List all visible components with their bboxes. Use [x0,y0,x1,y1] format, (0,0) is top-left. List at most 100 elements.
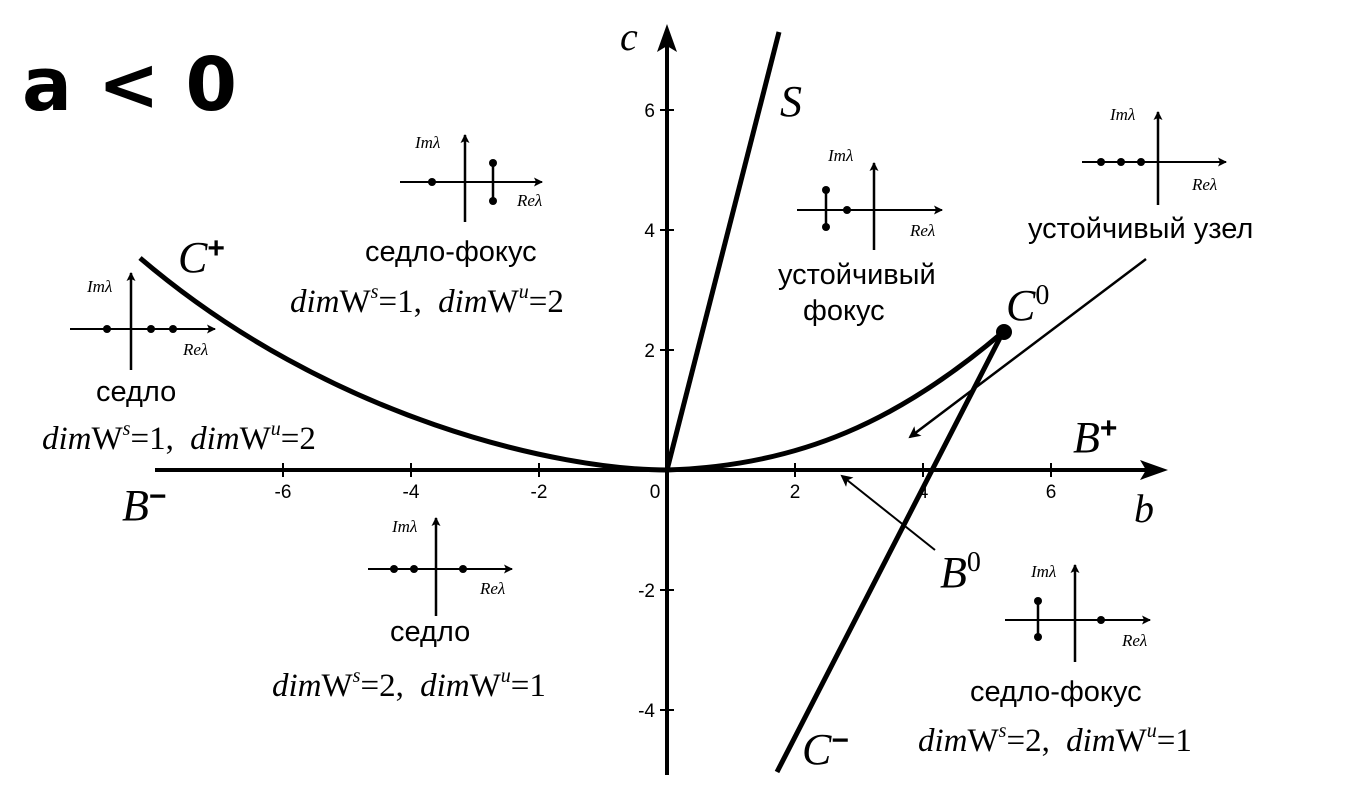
im-lambda-label: Imλ [86,277,112,296]
dim-text: dim [918,723,968,759]
eigenvalue-dot [1034,633,1042,641]
region-stable-focus-line2: фокус [803,295,885,327]
eigenvalue-dot [822,223,830,231]
eigenvalue-dot [1117,158,1125,166]
im-lambda-label: Imλ [827,146,853,165]
eigenvalue-dot [1137,158,1145,166]
w-text: W [322,668,354,704]
label-b-minus-letter: B [122,481,149,530]
re-lambda-label: Reλ [182,340,208,359]
eigenvalue-dot [103,325,111,333]
label-c0-sup: 0 [1035,280,1049,311]
b-axis-name: b [1134,486,1154,531]
label-c0-letter: C [1006,281,1036,330]
eigenvalue-dot [147,325,155,333]
w-text: W [1116,723,1148,759]
case-title: a < 0 [22,42,237,128]
re-lambda-label: Reλ [1191,175,1217,194]
eigenvalue-dot [843,206,851,214]
eigenvalue-dot [489,159,497,167]
w-text: W [488,284,520,320]
curve-c-minus [774,330,1006,774]
dim-text: dim [438,284,488,320]
u-sup: u [519,281,529,303]
dimu-value: =2 [281,421,316,457]
dims-value: =1, [378,284,421,320]
region-texts: седло-фокус dimWs=1, dimWu=2 седло dimWs… [42,213,1253,759]
s-sup: s [353,665,361,687]
c-tick-label: 4 [644,221,655,242]
w-text: W [340,284,372,320]
axes: -6-4-20246642-2-4 [155,24,1168,775]
im-lambda-label: Imλ [1109,105,1135,124]
eigenvalue-dot [390,565,398,573]
re-lambda-label: Reλ [1121,631,1147,650]
dimu-value: =2 [529,284,564,320]
label-c0: C0 [1006,280,1049,330]
label-b0-letter: B [940,548,967,597]
dims-value: =2, [1006,723,1049,759]
b-tick-label: 6 [1046,482,1057,503]
b-tick-label: -6 [275,482,292,503]
c-axis-name: c [620,14,638,59]
s-sup: s [999,720,1007,742]
region-stable-node-name: устойчивый узел [1028,213,1253,245]
region-saddle-focus-bottom-name: седло-фокус [970,676,1142,708]
b-tick-label: -4 [403,482,420,503]
label-b-plus: B+ [1073,412,1117,462]
u-sup: u [1147,720,1157,742]
s-sup: s [371,281,379,303]
pointer-to-b0 [840,474,936,551]
region-saddle-bottom-dims: dimWs=2, dimWu=1 [272,665,546,704]
dims-value: =2, [360,668,403,704]
label-c-plus-letter: C [178,233,208,282]
b-axis-arrowhead [1140,460,1168,480]
region-stable-focus-line1: устойчивый [778,259,936,291]
w-text: W [240,421,272,457]
dim-text: dim [272,668,322,704]
w-text: W [92,421,124,457]
region-saddle-left-name: седло [96,376,176,408]
eigenvalue-dot [489,197,497,205]
dim-text: dim [420,668,470,704]
label-b-plus-letter: B [1073,413,1100,462]
curve-c-plus [138,256,668,473]
eigenvalue-dot [822,186,830,194]
b-tick-label: -2 [531,482,548,503]
dimu-value: =1 [1157,723,1192,759]
curve-c0-arc [666,330,1005,473]
eigenvalue-dot [410,565,418,573]
label-s: S [780,77,802,126]
bifurcation-curves [138,31,1147,774]
im-lambda-label: Imλ [414,133,440,152]
c-axis-arrowhead [657,24,677,52]
c-tick-label: 2 [644,341,655,362]
eigenvalue-dot [459,565,467,573]
label-c-plus-sign: + [207,232,225,265]
dim-text: dim [1066,723,1116,759]
w-text: W [968,723,1000,759]
b-tick-label: 0 [650,482,661,503]
w-text: W [470,668,502,704]
label-b0-sup: 0 [967,547,981,578]
b-tick-label: 2 [790,482,801,503]
u-sup: u [271,418,281,440]
point-c0 [996,324,1012,340]
label-b0: B0 [940,547,981,597]
region-saddle-focus-bottom-dims: dimWs=2, dimWu=1 [918,720,1192,759]
region-saddle-focus-top-dims: dimWs=1, dimWu=2 [290,281,564,320]
re-lambda-label: Reλ [909,221,935,240]
dim-text: dim [290,284,340,320]
region-saddle-left-dims: dimWs=1, dimWu=2 [42,418,316,457]
eigenvalue-dot [1097,158,1105,166]
curve-labels: C+ S C0 B+ B− B0 C− [122,77,1117,774]
label-c-minus-sign: − [831,724,849,757]
eigenvalue-dot [1034,597,1042,605]
